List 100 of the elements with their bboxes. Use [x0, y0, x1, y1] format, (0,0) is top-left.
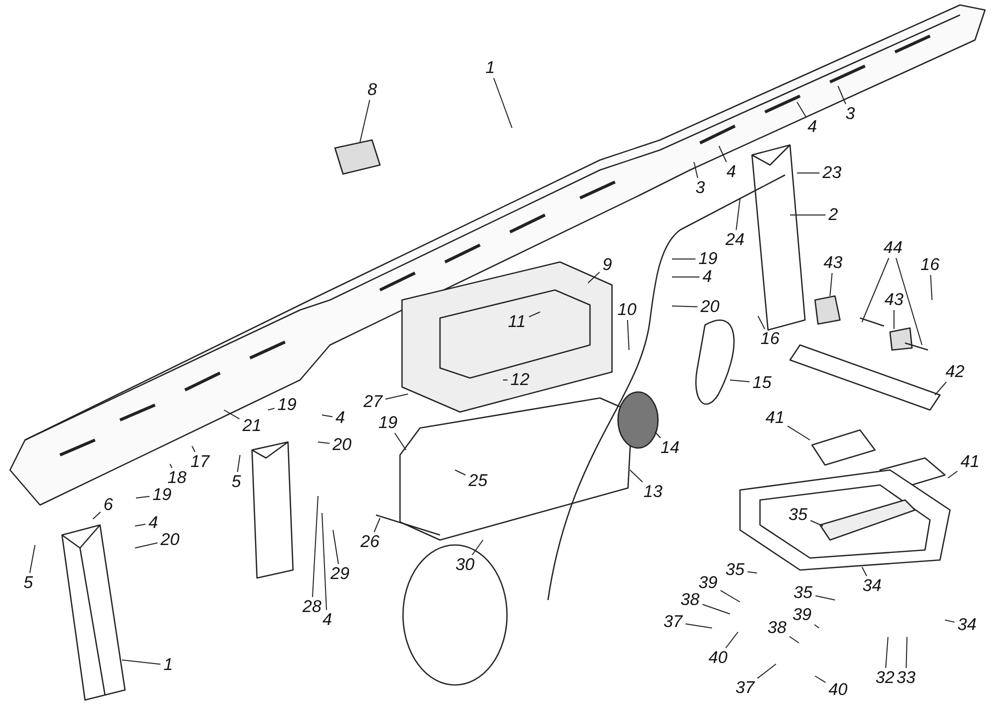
leader-line: [588, 272, 600, 284]
leader-line: [830, 272, 833, 296]
callout-number: 4: [322, 611, 333, 629]
leader-line: [237, 454, 240, 472]
leader-line: [720, 590, 740, 602]
leader-line: [374, 518, 380, 532]
leader-line: [627, 320, 630, 350]
callout-number: 6: [102, 496, 114, 514]
callout-number: 19: [152, 486, 172, 504]
callout-number: 43: [884, 291, 904, 309]
leader-line: [814, 624, 820, 628]
callout-number: 41: [764, 409, 786, 427]
callout-number: 27: [362, 393, 384, 411]
callout-number: 42: [944, 363, 966, 381]
callout-number: 37: [734, 679, 756, 697]
leader-line: [796, 172, 820, 174]
callout-number: 11: [507, 313, 527, 331]
leader-line: [136, 496, 150, 498]
leader-line: [796, 102, 806, 118]
leader-line: [934, 382, 947, 396]
leader-line: [268, 408, 275, 410]
callout-number: 19: [378, 414, 398, 432]
leader-line: [322, 414, 333, 418]
callout-number: 2: [828, 206, 839, 224]
callout-number: 10: [616, 301, 638, 319]
leader-line: [394, 432, 406, 450]
leader-line: [654, 432, 662, 438]
callout-number: 28: [302, 598, 322, 616]
callout-number: 35: [792, 584, 814, 602]
leader-line: [815, 595, 836, 600]
callout-number: 12: [510, 371, 530, 389]
callout-number: 18: [166, 469, 188, 487]
leader-line: [862, 566, 868, 576]
callout-number: 14: [660, 439, 680, 457]
callout-number: 15: [752, 374, 772, 392]
leader-line: [906, 636, 908, 668]
callout-number: 20: [160, 531, 180, 549]
callout-number: 20: [700, 298, 720, 316]
callout-number: 44: [882, 239, 904, 257]
callout-number: 39: [698, 574, 718, 592]
callout-number: 24: [724, 231, 746, 249]
leader-line: [672, 258, 696, 260]
callout-number: 32: [874, 669, 896, 687]
callout-number: 4: [148, 514, 159, 532]
callout-number: 38: [766, 619, 788, 637]
callout-number: 4: [806, 118, 818, 136]
callout-number: 19: [698, 250, 718, 268]
leader-line: [472, 540, 484, 556]
leader-line: [360, 100, 370, 142]
callout-number: 9: [602, 256, 613, 274]
leader-line: [747, 571, 758, 574]
callout-number: 37: [662, 613, 684, 631]
leader-line: [862, 258, 890, 322]
leader-line: [122, 660, 161, 665]
callout-number: 35: [724, 561, 746, 579]
leader-line: [725, 632, 738, 648]
leader-line: [757, 664, 776, 679]
callout-number: 20: [332, 436, 352, 454]
leader-line: [672, 276, 700, 278]
leader-line: [134, 542, 158, 548]
leader-line: [789, 636, 800, 644]
leader-line: [730, 380, 750, 382]
callout-number: 38: [680, 591, 700, 609]
leader-line: [702, 604, 730, 614]
callout-number: 16: [920, 256, 940, 274]
callout-number: 3: [694, 179, 706, 197]
callout-number: 3: [844, 105, 856, 123]
leader-line: [694, 162, 698, 178]
leader-line: [885, 636, 888, 668]
leader-line: [528, 312, 540, 318]
callout-number: 4: [726, 163, 737, 181]
leader-line: [685, 623, 712, 628]
callout-number: 40: [828, 681, 848, 699]
leader-line: [736, 198, 740, 230]
callout-number: 34: [862, 577, 882, 595]
callout-number: 34: [956, 616, 978, 634]
callout-number: 19: [276, 396, 298, 414]
leader-line: [29, 544, 36, 574]
callout-number: 33: [896, 669, 916, 687]
callout-number: 1: [484, 59, 496, 77]
leader-line: [332, 530, 339, 564]
callout-number: 16: [760, 330, 780, 348]
leader-line: [92, 512, 101, 520]
callout-number: 4: [702, 268, 713, 286]
leader-line: [224, 410, 240, 420]
leader-line: [718, 146, 727, 162]
leader-line: [896, 258, 922, 346]
leader-line: [758, 316, 766, 330]
leader-line: [318, 442, 330, 444]
callout-number: 39: [792, 606, 812, 624]
callout-number: 23: [822, 164, 842, 182]
leader-line: [385, 394, 408, 400]
leader-line: [454, 470, 466, 476]
leader-line: [814, 676, 826, 683]
callout-number: 21: [242, 417, 262, 435]
leader-line: [790, 214, 826, 216]
callout-number: 4: [334, 409, 346, 427]
leader-line: [322, 512, 327, 610]
callout-number: 40: [708, 649, 728, 667]
callout-number: 43: [822, 254, 844, 272]
